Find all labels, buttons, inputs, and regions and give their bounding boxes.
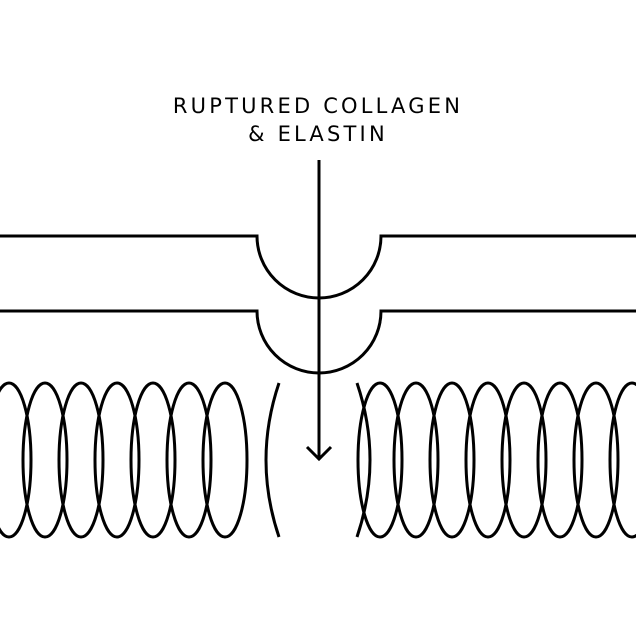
coil-broken-end-right xyxy=(355,382,372,538)
diagram-label-line-1: RUPTURED COLLAGEN xyxy=(172,94,464,118)
coil-broken-end-left xyxy=(264,382,281,538)
elastin-coils xyxy=(0,381,636,539)
coil-loop-right xyxy=(500,381,548,539)
pointer-arrow-head xyxy=(305,445,333,462)
coil-loop-left xyxy=(129,381,177,539)
coil-loop-right xyxy=(536,381,584,539)
coil-loop-right xyxy=(356,381,404,539)
coil-loop-left xyxy=(57,381,105,539)
coil-loop-right xyxy=(392,381,440,539)
coil-loop-right xyxy=(608,381,636,539)
coil-loop-right xyxy=(464,381,512,539)
coil-loop-left xyxy=(201,381,249,539)
coil-loop-left xyxy=(165,381,213,539)
coil-loop-left xyxy=(0,381,33,539)
coil-loop-left xyxy=(21,381,69,539)
coil-loop-left xyxy=(93,381,141,539)
diagram-label-line-2: & ELASTIN xyxy=(248,122,388,146)
coil-loop-right xyxy=(572,381,620,539)
coil-loop-right xyxy=(428,381,476,539)
